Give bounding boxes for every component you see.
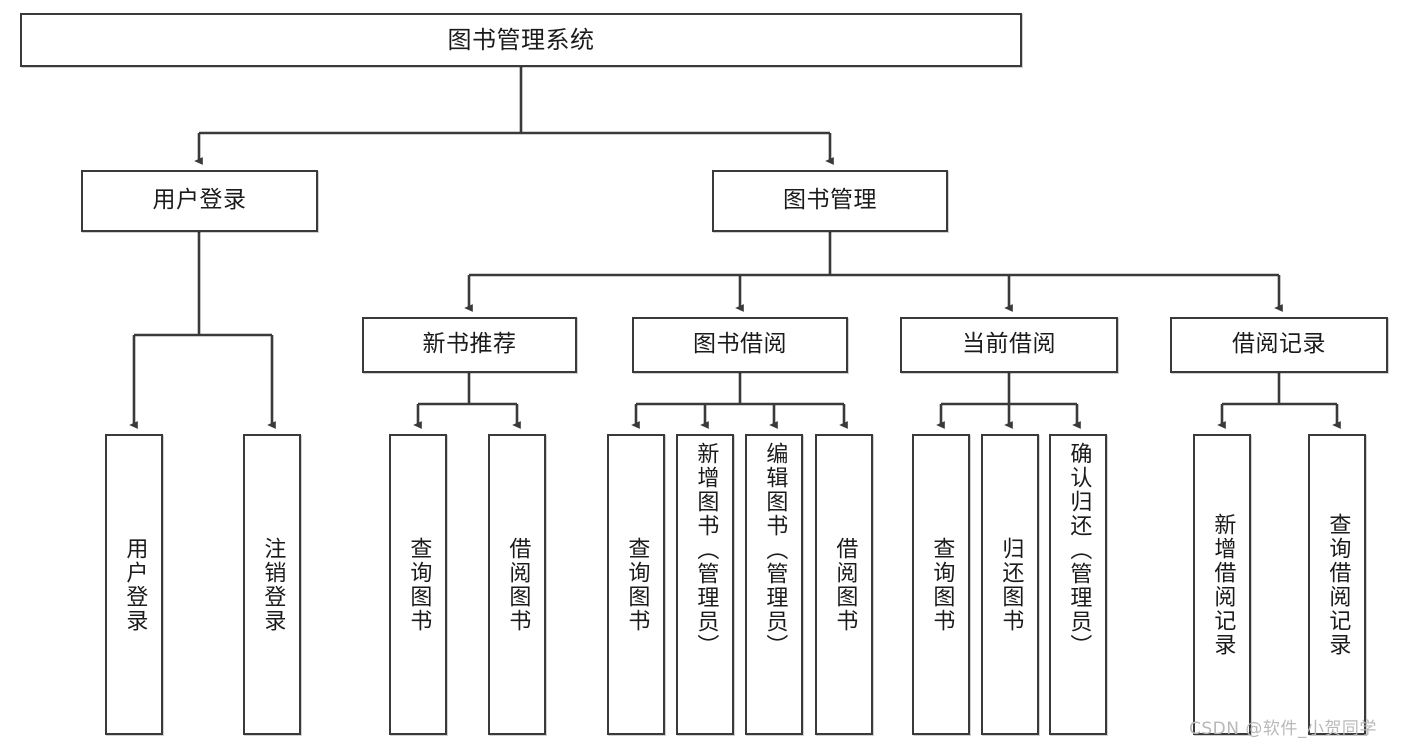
- node-label: 查询图书: [406, 536, 432, 633]
- node-label: 借阅图书: [832, 536, 858, 633]
- node-leaf-query-book-recommendation[interactable]: 查询图书: [389, 434, 447, 735]
- node-label: 图书管理: [783, 187, 877, 214]
- node-label: 查询图书: [929, 536, 955, 633]
- node-leaf-borrow-book-recommendation[interactable]: 借阅图书: [488, 434, 546, 735]
- node-label: 图书管理系统: [447, 25, 595, 54]
- node-book-borrowing[interactable]: 图书借阅: [632, 317, 848, 373]
- node-label: 新增借阅记录: [1210, 512, 1236, 657]
- node-label: 当前借阅: [962, 331, 1056, 358]
- node-label: 借阅图书: [505, 536, 531, 633]
- node-label: 用户登录: [122, 536, 148, 633]
- node-leaf-query-borrow-record[interactable]: 查询借阅记录: [1308, 434, 1366, 735]
- node-label: 用户登录: [152, 187, 247, 214]
- node-label: 借阅记录: [1232, 331, 1326, 358]
- node-label: 注销登录: [260, 536, 286, 633]
- node-user-login[interactable]: 用户登录: [81, 170, 318, 232]
- node-leaf-user-logout[interactable]: 注销登录: [243, 434, 301, 735]
- node-leaf-add-book-admin[interactable]: 新增图书（管理员）: [676, 434, 734, 735]
- node-book-management[interactable]: 图书管理: [712, 170, 948, 232]
- node-label: 归还图书: [998, 536, 1024, 633]
- node-leaf-add-borrow-record[interactable]: 新增借阅记录: [1193, 434, 1251, 735]
- node-label: 编辑图书（管理员）: [762, 442, 788, 658]
- node-new-book-recommendation[interactable]: 新书推荐: [362, 317, 577, 373]
- node-label: 图书借阅: [693, 331, 787, 358]
- node-leaf-confirm-return-admin[interactable]: 确认归还（管理员）: [1049, 434, 1107, 735]
- node-leaf-return-book[interactable]: 归还图书: [981, 434, 1039, 735]
- node-label: 查询借阅记录: [1325, 512, 1351, 657]
- node-label: 确认归还（管理员）: [1066, 442, 1092, 658]
- node-leaf-borrow-book-borrowing[interactable]: 借阅图书: [815, 434, 873, 735]
- node-leaf-query-book-current[interactable]: 查询图书: [912, 434, 970, 735]
- node-root-book-management-system[interactable]: 图书管理系统: [20, 13, 1022, 67]
- node-label: 新书推荐: [422, 331, 517, 358]
- node-leaf-edit-book-admin[interactable]: 编辑图书（管理员）: [745, 434, 803, 735]
- watermark-text: CSDN @软件_小贺同学: [1189, 719, 1377, 739]
- node-current-borrowing[interactable]: 当前借阅: [900, 317, 1118, 373]
- node-label: 新增图书（管理员）: [693, 442, 719, 658]
- node-label: 查询图书: [624, 536, 650, 633]
- node-leaf-query-book-borrowing[interactable]: 查询图书: [607, 434, 665, 735]
- node-leaf-user-login[interactable]: 用户登录: [105, 434, 163, 735]
- node-borrowing-record[interactable]: 借阅记录: [1170, 317, 1388, 373]
